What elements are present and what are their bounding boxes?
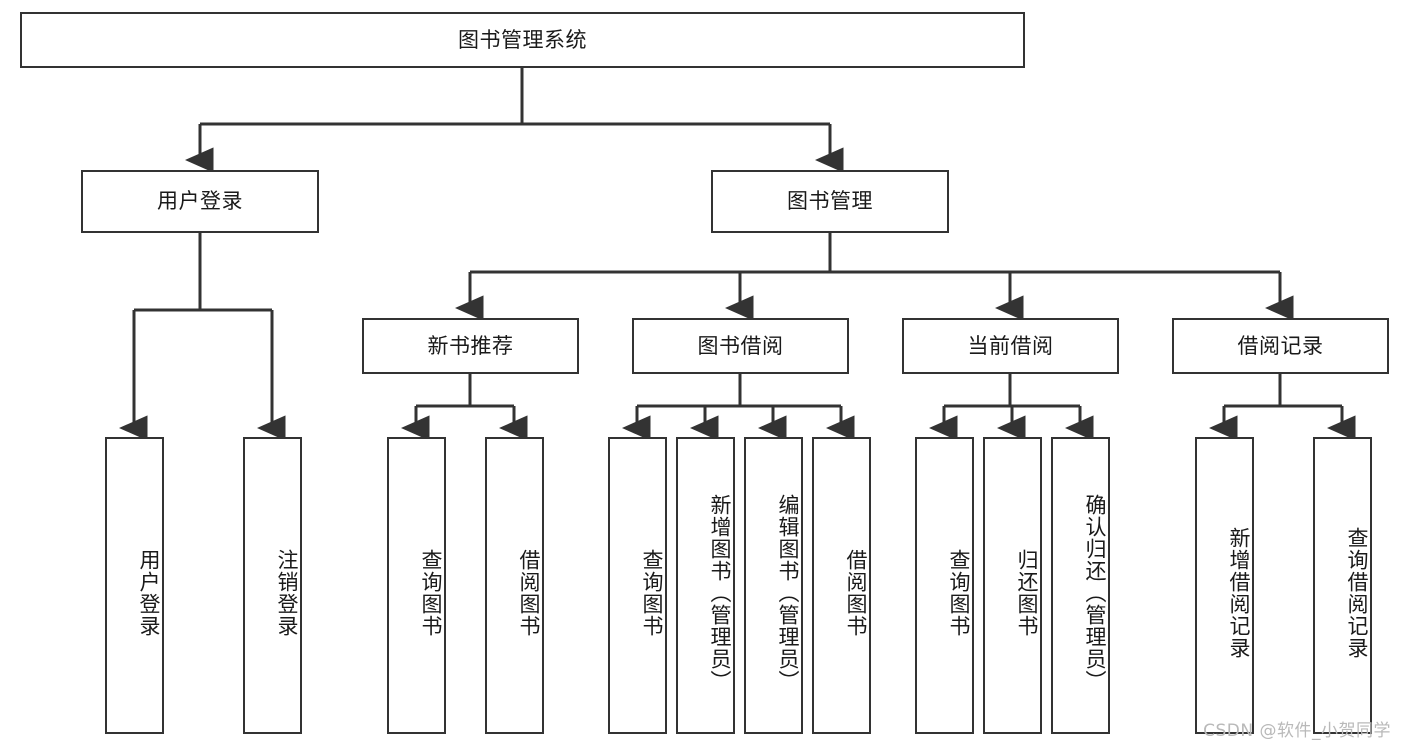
node-leaf-confirm-return-label: 确认归还（管理员） [1083,493,1107,692]
node-leaf-borrow-book-rec[interactable]: 借阅图书 [485,437,544,734]
node-user-login-label: 用户登录 [157,189,243,214]
node-leaf-borrow-book-rec-label: 借阅图书 [517,548,541,637]
node-leaf-return-book-label: 归还图书 [1015,548,1039,637]
node-leaf-user-login-label: 用户登录 [137,548,161,637]
node-leaf-query-record-label: 查询借阅记录 [1345,526,1369,659]
node-leaf-query-book-bor[interactable]: 查询图书 [608,437,667,734]
node-leaf-confirm-return[interactable]: 确认归还（管理员） [1051,437,1110,734]
node-current-borrow-label: 当前借阅 [967,333,1054,358]
node-leaf-borrow-book-bor[interactable]: 借阅图书 [812,437,871,734]
node-new-book-recommend-label: 新书推荐 [427,333,514,358]
node-leaf-query-book-cur-label: 查询图书 [947,548,971,637]
node-book-borrow-label: 图书借阅 [697,333,784,358]
node-leaf-add-book[interactable]: 新增图书（管理员） [676,437,735,734]
node-leaf-borrow-book-bor-label: 借阅图书 [844,548,868,637]
node-new-book-recommend[interactable]: 新书推荐 [362,318,579,374]
node-borrow-record-label: 借阅记录 [1237,333,1324,358]
node-current-borrow[interactable]: 当前借阅 [902,318,1119,374]
node-root[interactable]: 图书管理系统 [20,12,1025,68]
node-leaf-query-book-rec-label: 查询图书 [419,548,443,637]
node-book-borrow[interactable]: 图书借阅 [632,318,849,374]
node-user-login[interactable]: 用户登录 [81,170,319,233]
node-leaf-edit-book-label: 编辑图书（管理员） [776,493,800,692]
node-leaf-user-logout[interactable]: 注销登录 [243,437,302,734]
node-book-manage-label: 图书管理 [787,189,873,214]
node-leaf-add-record-label: 新增借阅记录 [1227,526,1251,659]
node-borrow-record[interactable]: 借阅记录 [1172,318,1389,374]
node-root-label: 图书管理系统 [458,27,587,52]
node-book-manage[interactable]: 图书管理 [711,170,949,233]
node-leaf-add-book-label: 新增图书（管理员） [708,493,732,692]
node-leaf-return-book[interactable]: 归还图书 [983,437,1042,734]
node-leaf-user-logout-label: 注销登录 [275,548,299,637]
node-leaf-query-book-rec[interactable]: 查询图书 [387,437,446,734]
node-leaf-add-record[interactable]: 新增借阅记录 [1195,437,1254,734]
node-leaf-query-record[interactable]: 查询借阅记录 [1313,437,1372,734]
node-leaf-edit-book[interactable]: 编辑图书（管理员） [744,437,803,734]
node-leaf-query-book-cur[interactable]: 查询图书 [915,437,974,734]
csdn-watermark: CSDN @软件_小贺同学 [1203,721,1391,741]
node-leaf-query-book-bor-label: 查询图书 [640,548,664,637]
node-leaf-user-login[interactable]: 用户登录 [105,437,164,734]
